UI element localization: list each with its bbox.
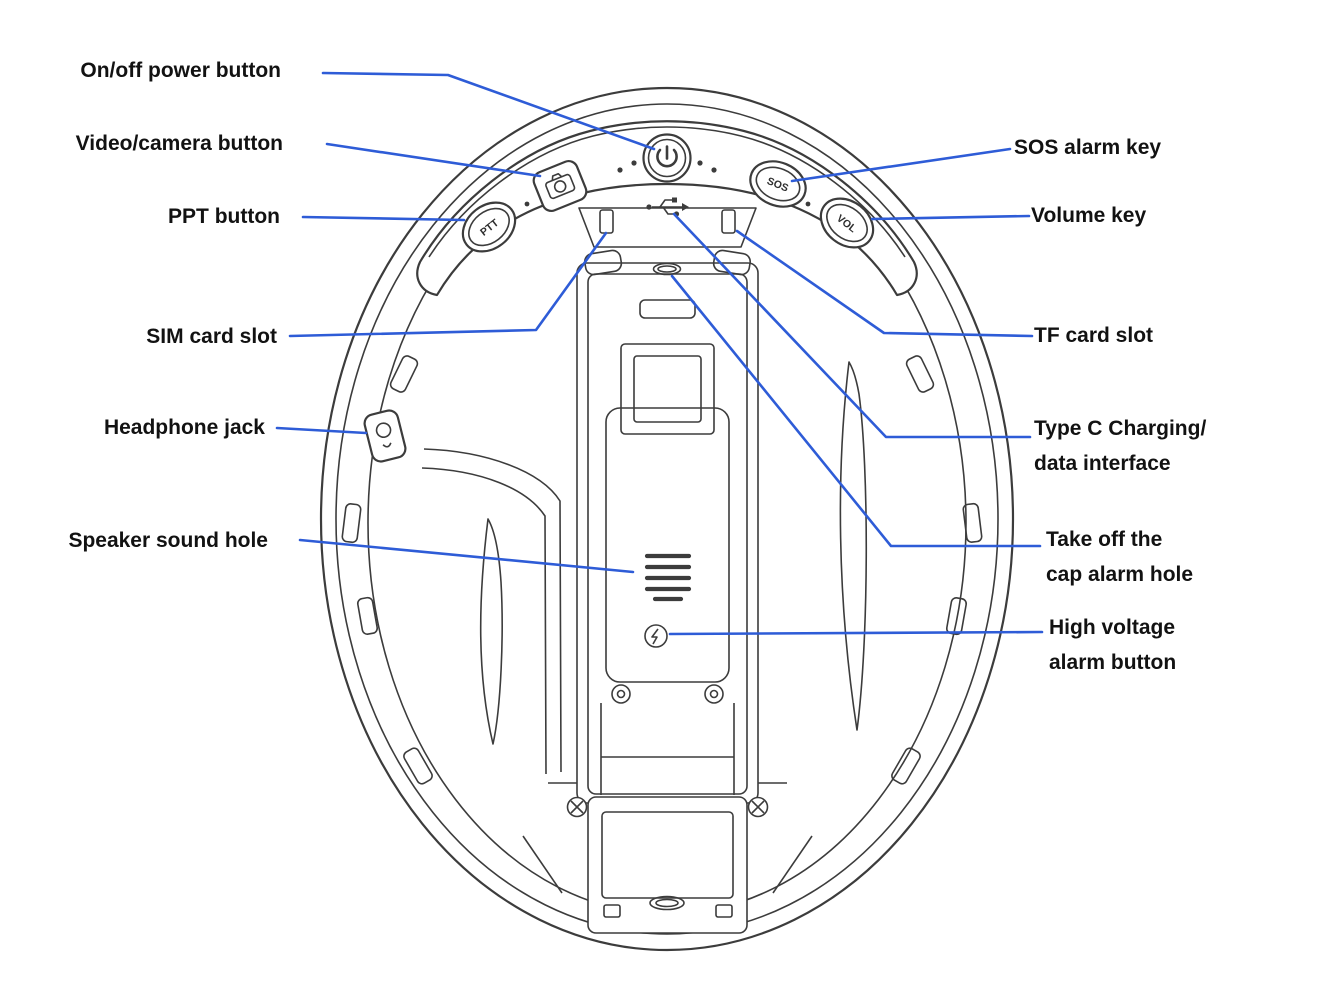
speaker-sound-hole-art [644,553,692,602]
power-button-art [642,133,692,183]
label-headphone-jack: Headphone jack [103,416,265,439]
leader-power [321,71,656,151]
label-type-c-line2: data interface [1034,452,1171,475]
leader-camera [325,142,542,178]
leader-lines [275,71,1044,636]
label-camera-button: Video/camera button [75,132,283,155]
leader-sim [288,231,608,338]
type-c-port-art [652,262,682,276]
label-cap-alarm-line1: Take off the [1046,528,1163,551]
label-volume-key: Volume key [1031,204,1147,227]
leader-high-voltage [668,630,1044,636]
vol-button-art: VOL [819,197,875,249]
leader-speaker [298,538,635,574]
leader-cap-alarm [670,274,1042,548]
label-tf-card-slot: TF card slot [1034,324,1154,347]
label-cap-alarm-hole: Take off the cap alarm hole [1046,522,1193,592]
label-speaker-sound-hole: Speaker sound hole [68,529,268,552]
label-cap-alarm-line2: cap alarm hole [1046,563,1194,586]
ptt-button-art: PTT [461,201,517,253]
top-button-band: PTT SOS [416,120,918,297]
battery-module [566,262,769,934]
connector-recess [578,207,757,248]
label-high-voltage-line2: alarm button [1049,651,1177,674]
label-sos-alarm-key: SOS alarm key [1014,136,1162,159]
leader-typec [672,212,1032,439]
label-high-voltage-button: High voltage alarm button [1049,610,1176,680]
label-type-c-interface: Type C Charging/ data interface [1034,411,1206,481]
mic-hole-dots [524,160,811,207]
leader-ppt [301,215,466,222]
power-icon [656,145,678,168]
label-sim-card-slot: SIM card slot [146,325,277,348]
leader-sos [790,147,1012,183]
tf-card-slot-art [721,209,736,234]
leader-headphone [275,426,368,435]
interior-straps [421,361,868,894]
label-type-c-line1: Type C Charging/ [1034,417,1207,440]
leader-volume [870,214,1031,221]
label-ppt-button: PPT button [168,205,280,228]
screw-right [747,796,769,818]
high-voltage-button-art [644,624,668,648]
screw-left [566,796,588,818]
camera-button-art [532,159,588,213]
rim-clips [341,355,983,785]
leader-tf [735,229,1034,338]
headphone-jack-art [363,409,407,463]
usb-icon [646,197,689,217]
label-power-button: On/off power button [80,59,281,82]
sos-button-art: SOS [749,160,807,208]
label-high-voltage-line1: High voltage [1049,616,1176,639]
